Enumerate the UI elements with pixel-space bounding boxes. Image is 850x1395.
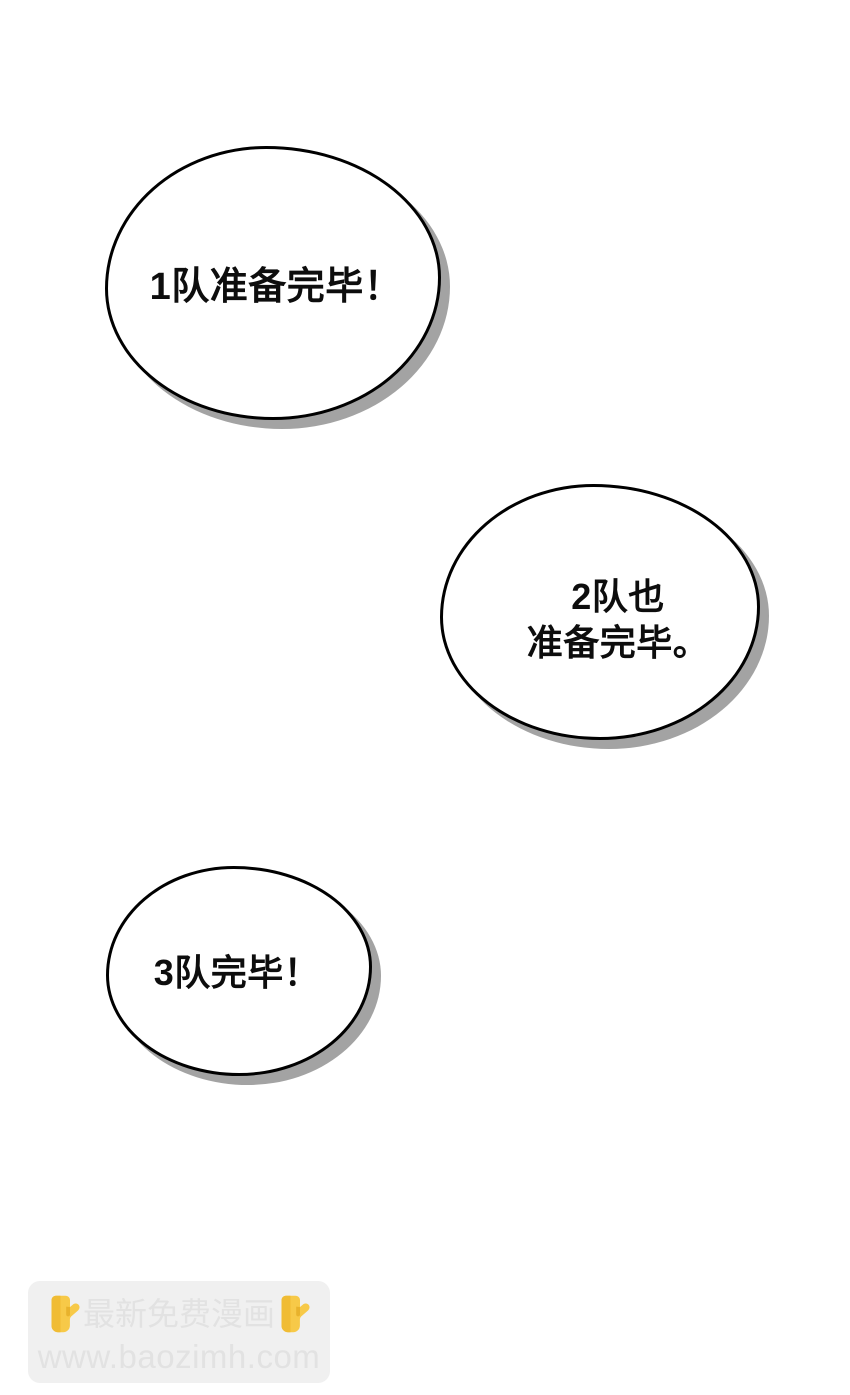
- watermark-headline: 最新免费漫画: [82, 1295, 275, 1332]
- watermark-url: www.baozimh.com: [37, 1337, 321, 1375]
- speech-bubble-1-text: 1队准备完毕！: [149, 265, 403, 308]
- pointing-down-hand-icon: [277, 1294, 311, 1334]
- speech-bubble-1: 1队准备完毕！: [105, 146, 450, 429]
- speech-bubble-2-outline: [440, 484, 760, 740]
- speech-bubble-3: 3队完毕！: [106, 866, 381, 1085]
- speech-bubble-2-text: 2队也 准备完毕。: [526, 575, 710, 663]
- speech-bubble-3-text: 3队完毕！: [153, 951, 321, 993]
- site-watermark: 最新免费漫画 www.baozimh.com: [28, 1281, 330, 1383]
- watermark-headline-row: 最新免费漫画: [47, 1292, 311, 1336]
- pointing-down-hand-icon: [47, 1294, 81, 1334]
- speech-bubble-2: 2队也 准备完毕。: [440, 484, 769, 749]
- speech-bubble-1-outline: [105, 146, 441, 420]
- speech-bubble-3-outline: [106, 866, 372, 1076]
